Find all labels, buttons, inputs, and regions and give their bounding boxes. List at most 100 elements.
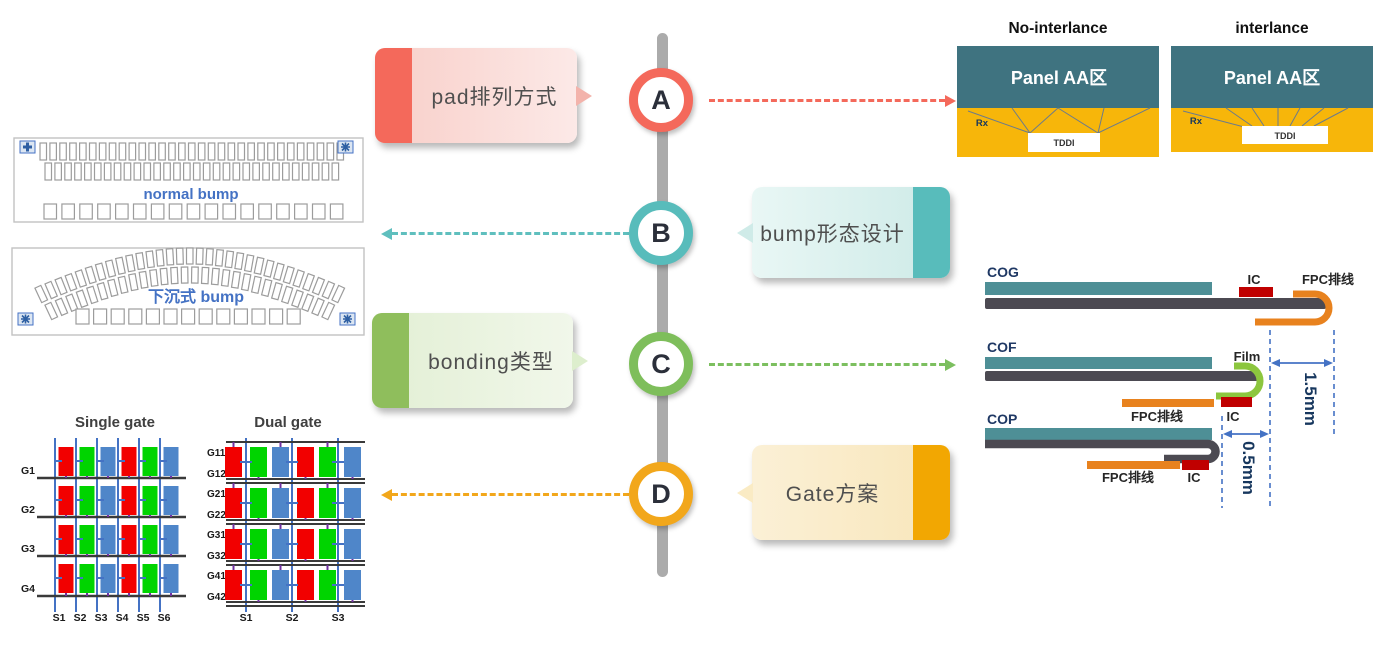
sunken-bump-label: 下沉式 bump bbox=[148, 287, 244, 306]
panel-title: interlance bbox=[1235, 20, 1309, 37]
callout-bump-design: bump形态设计 bbox=[737, 187, 950, 278]
bump-pad bbox=[217, 142, 226, 161]
source-label: S1 bbox=[240, 612, 253, 624]
fan-line bbox=[1301, 107, 1325, 127]
bump-pad bbox=[277, 142, 285, 161]
subpixel bbox=[100, 564, 116, 593]
bump-pad bbox=[257, 142, 265, 161]
fan-line bbox=[967, 110, 1031, 134]
subpixel bbox=[297, 488, 314, 518]
cog-ic-chip bbox=[1239, 287, 1273, 297]
timeline-node-c: C bbox=[629, 332, 693, 396]
outer-lead-pad bbox=[163, 308, 178, 325]
cog-glass-bar bbox=[985, 282, 1212, 295]
bump-pad bbox=[123, 162, 132, 181]
outer-lead-pad bbox=[294, 203, 308, 220]
gate-label: G3 bbox=[21, 543, 35, 555]
callout-label: bump形态设计 bbox=[760, 222, 905, 246]
ic-label: IC bbox=[1227, 409, 1241, 424]
bump-pad bbox=[296, 142, 305, 161]
fan-lines bbox=[967, 107, 1151, 134]
bump-pad bbox=[94, 262, 107, 281]
callout-gate-plan: Gate方案 bbox=[737, 445, 950, 540]
bump-rows bbox=[34, 247, 346, 325]
node-letter: B bbox=[651, 217, 671, 248]
panel-aa-area bbox=[1171, 46, 1373, 108]
subpixel bbox=[250, 447, 267, 477]
bump-pad bbox=[290, 289, 304, 309]
callout-label: pad排列方式 bbox=[431, 85, 558, 109]
subpixel bbox=[272, 447, 289, 477]
cop-label: COP bbox=[987, 411, 1017, 427]
panel-aa-area bbox=[957, 46, 1159, 108]
cog-substrate-bar bbox=[985, 298, 1326, 309]
gate-label: G12 bbox=[207, 469, 226, 480]
fan-line bbox=[1289, 107, 1301, 127]
bump-pad bbox=[292, 269, 306, 288]
bump-pad bbox=[311, 276, 326, 296]
gate-label: G41 bbox=[207, 571, 226, 582]
bump-pad bbox=[311, 297, 325, 317]
bump-pad bbox=[138, 270, 149, 289]
outer-lead-pad bbox=[43, 203, 58, 220]
callout-accent-strip bbox=[913, 187, 950, 278]
outer-lead-pad bbox=[269, 308, 284, 325]
bump-pad bbox=[86, 285, 99, 305]
ic-label: IC bbox=[1248, 272, 1262, 287]
bump-pad bbox=[108, 142, 117, 161]
outer-lead-pad bbox=[110, 308, 125, 325]
fan-lines bbox=[1182, 107, 1349, 129]
fan-line bbox=[1029, 107, 1059, 134]
bump-pad bbox=[54, 162, 63, 181]
bump-pad bbox=[153, 162, 161, 181]
bump-pad bbox=[210, 267, 220, 286]
subpixel bbox=[79, 447, 95, 476]
bump-pad bbox=[159, 267, 169, 286]
bump-pad bbox=[280, 285, 294, 305]
timeline-node-a: A bbox=[629, 68, 693, 132]
sunken-bump-diagram: 下沉式 bump bbox=[11, 247, 365, 336]
bump-pad bbox=[192, 162, 201, 181]
source-label: S6 bbox=[158, 612, 171, 624]
subpixel bbox=[225, 488, 242, 518]
outer-lead-pad bbox=[114, 203, 129, 220]
outer-lead-pad bbox=[92, 308, 108, 325]
subpixel bbox=[58, 486, 74, 515]
callout-bonding-type: bonding类型 bbox=[372, 313, 588, 408]
bump-pad bbox=[197, 142, 206, 161]
subpixel bbox=[225, 447, 242, 477]
panel-aa-label: Panel AA区 bbox=[1224, 68, 1320, 88]
bump-pad bbox=[247, 142, 255, 161]
subpixel bbox=[319, 529, 336, 559]
outer-lead-pad bbox=[258, 203, 272, 220]
bump-pad bbox=[207, 142, 216, 161]
bump-pad bbox=[84, 265, 97, 285]
outer-lead-pad bbox=[233, 308, 248, 325]
subpixel bbox=[344, 447, 361, 477]
bump-pad bbox=[165, 248, 175, 266]
bump-pad bbox=[107, 278, 119, 298]
bump-pad bbox=[74, 269, 88, 288]
cop-fpc-bar bbox=[1087, 461, 1180, 469]
node-letter: D bbox=[651, 478, 671, 509]
outer-lead-pad bbox=[286, 308, 301, 325]
bump-pad bbox=[187, 142, 196, 161]
bump-pad bbox=[270, 281, 283, 301]
registration-mark-icon bbox=[17, 312, 34, 326]
bump-pad bbox=[301, 272, 316, 292]
bump-pad bbox=[54, 276, 68, 296]
bump-pad bbox=[145, 250, 155, 269]
tddi-chip bbox=[1028, 133, 1100, 152]
node-letter: C bbox=[651, 348, 671, 379]
timeline-bar bbox=[657, 33, 668, 577]
bump-pad bbox=[286, 142, 295, 161]
dim-arrowhead bbox=[1324, 359, 1333, 367]
outer-lead-pad bbox=[61, 203, 76, 220]
bump-pad bbox=[321, 301, 336, 321]
fan-line bbox=[1011, 107, 1031, 134]
subpixel bbox=[142, 564, 158, 593]
arrow-c-to-bonding bbox=[709, 358, 956, 371]
subpixel bbox=[250, 570, 267, 600]
